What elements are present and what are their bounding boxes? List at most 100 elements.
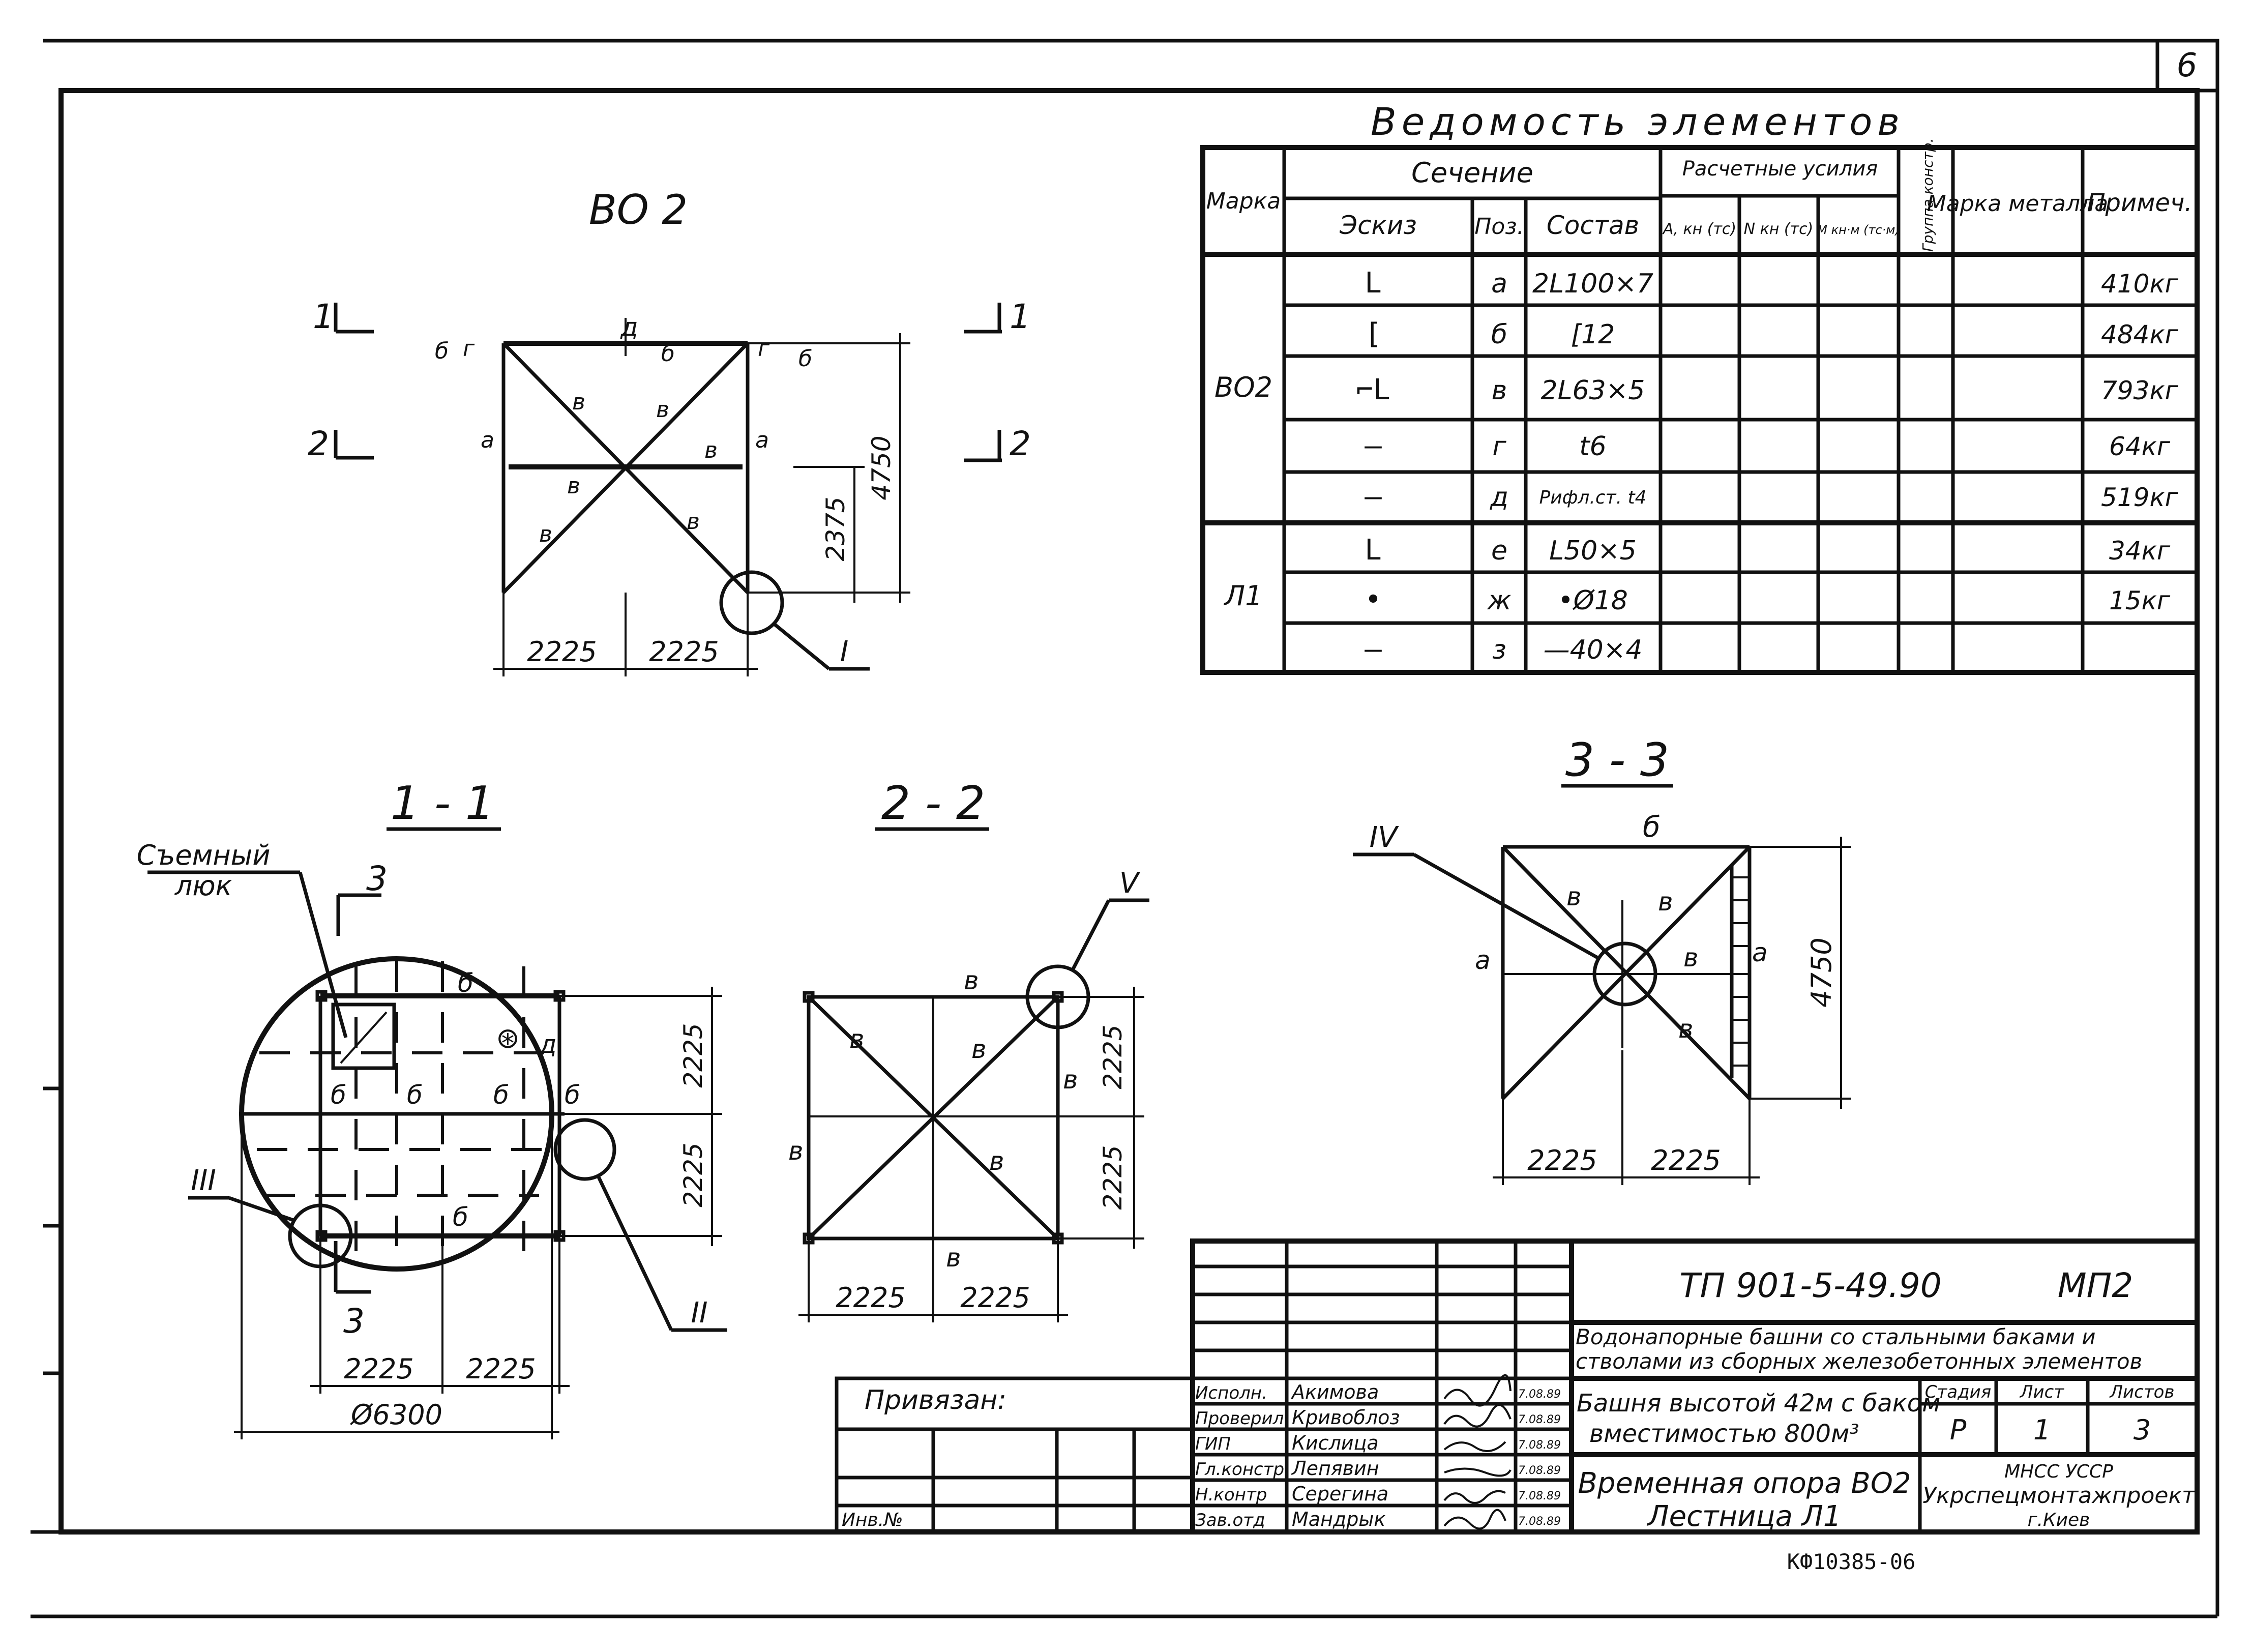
svg-text:2: 2: [1010, 424, 1031, 463]
row-comp: —40×4: [1544, 635, 1643, 665]
node-callout: I: [840, 635, 849, 668]
col-force-m: М кн·м (тс·м): [1817, 223, 1900, 237]
member-label: в: [849, 1024, 864, 1054]
archive-number: КФ10385-06: [1787, 1549, 1916, 1574]
svg-text:Серегина: Серегина: [1292, 1483, 1388, 1505]
dimension: 2225: [344, 1353, 413, 1385]
row-sketch: •: [1365, 583, 1382, 616]
member-label: в: [989, 1146, 1004, 1176]
member-label: в: [704, 437, 718, 463]
member-label: б: [407, 1080, 423, 1110]
row-pos: в: [1492, 375, 1507, 406]
cut-mark-1-left: 1: [313, 297, 374, 336]
inv-label: Инв.№: [842, 1510, 903, 1530]
row-pos: а: [1491, 269, 1507, 299]
sheet-title-line: Временная опора ВО2: [1578, 1467, 1911, 1500]
dimension: Ø6300: [350, 1399, 442, 1431]
svg-text:7.08.89: 7.08.89: [1518, 1388, 1561, 1401]
col-group: Группа констр.: [1919, 138, 1936, 252]
signature-mark: [1443, 1374, 1512, 1407]
cut-mark-2-right: 2: [964, 424, 1031, 463]
member-label: в: [567, 473, 580, 499]
element-schedule: Ведомость элементов Марка Сечение Эскиз …: [1200, 100, 2200, 675]
title-block: Привязан: Инв.№ ТП 901-5-49.90 МП2 Водон…: [835, 1238, 2200, 1574]
row-sketch: —: [1365, 633, 1382, 666]
col-pos: Поз.: [1474, 214, 1524, 240]
member-label: д: [539, 1029, 557, 1059]
org-line: г.Киев: [2028, 1510, 2090, 1530]
dimension: 2225: [527, 636, 597, 668]
row-note: 15кг: [2109, 586, 2171, 615]
svg-text:Кривоблоз: Кривоблоз: [1292, 1406, 1400, 1429]
signature-mark: [1443, 1441, 1506, 1452]
svg-text:1: 1: [1010, 297, 1031, 336]
svg-text:Н.контр: Н.контр: [1195, 1485, 1267, 1505]
row-sketch: —: [1365, 429, 1382, 462]
cut-mark-3: 3: [366, 859, 388, 898]
member-label: г: [758, 336, 770, 362]
doc-set: МП2: [2058, 1266, 2134, 1305]
member-label: а: [1752, 938, 1768, 967]
org-line: Укрспецмонтажпроект: [1922, 1483, 2196, 1509]
row-pos: е: [1491, 536, 1507, 566]
svg-text:Лепявин: Лепявин: [1291, 1457, 1379, 1480]
node-callout: IV: [1370, 821, 1400, 854]
row-comp: L50×5: [1549, 536, 1637, 566]
col-section: Сечение: [1411, 157, 1533, 189]
section-2-2: 2 - 2 в в в в в в в V 2225 2225 2225: [788, 777, 1149, 1322]
dimension: 2225: [466, 1353, 536, 1385]
member-label: б: [458, 968, 473, 998]
hatch-label: люк: [174, 870, 232, 902]
cut-mark-3: 3: [343, 1302, 365, 1341]
node-callout: III: [191, 1164, 216, 1197]
table-row: — з —40×4: [1365, 633, 1642, 666]
sheet-label: Лист: [2019, 1382, 2064, 1402]
signature-mark: [1444, 1467, 1512, 1477]
member-label: в: [687, 509, 700, 535]
table-row: — г t6 64кг: [1365, 429, 2171, 462]
table-row: ⌐L в 2L63×5 793кг: [1356, 373, 2178, 406]
row-comp: [12: [1571, 319, 1615, 350]
dimension: 2225: [1651, 1144, 1721, 1176]
member-label: б: [1643, 811, 1661, 844]
member-label: г: [463, 336, 475, 362]
signature-mark: [1443, 1404, 1512, 1428]
row-sketch: [: [1365, 317, 1382, 350]
svg-text:7.08.89: 7.08.89: [1518, 1490, 1561, 1502]
member-label: б: [661, 341, 675, 367]
table-row: [ б [12 484кг: [1365, 317, 2179, 350]
member-label: в: [539, 521, 552, 547]
dimension: 2225: [1527, 1144, 1597, 1176]
row-comp: •Ø18: [1558, 585, 1628, 616]
row-note: 484кг: [2101, 320, 2179, 349]
fastener-icon: ⊛: [496, 1022, 520, 1055]
member-label: в: [964, 966, 979, 995]
signature-row: Проверил Кривоблоз 7.08.89: [1195, 1404, 1561, 1429]
member-label: д: [620, 312, 638, 342]
svg-text:7.08.89: 7.08.89: [1518, 1464, 1561, 1477]
row-note: 410кг: [2101, 269, 2179, 299]
col-forces: Расчетные усилия: [1682, 157, 1878, 181]
row-note: 793кг: [2101, 376, 2179, 405]
sheet-title-line: Лестница Л1: [1647, 1500, 1842, 1533]
dimension: 4750: [867, 435, 896, 500]
col-composition: Состав: [1547, 211, 1639, 240]
row-pos: ж: [1487, 585, 1512, 616]
member-label: б: [493, 1080, 509, 1110]
member-label: в: [788, 1136, 803, 1166]
member-label: б: [798, 346, 812, 372]
project-name: Водонапорные башни со стальными баками и…: [1576, 1325, 2143, 1374]
node-callout: V: [1119, 867, 1141, 900]
row-comp: Рифл.ст. t4: [1539, 487, 1646, 508]
row-note: 34кг: [2109, 536, 2171, 566]
col-steel: Марка металла: [1927, 191, 2108, 217]
member-label: а: [755, 427, 769, 453]
svg-text:Кислица: Кислица: [1292, 1432, 1379, 1454]
svg-text:7.08.89: 7.08.89: [1518, 1439, 1561, 1452]
stage-value: Р: [1950, 1414, 1967, 1446]
col-mark: Марка: [1206, 188, 1281, 214]
sheets-label: Листов: [2109, 1382, 2174, 1402]
svg-text:Зав.отд: Зав.отд: [1195, 1510, 1265, 1530]
signature-mark: [1443, 1490, 1506, 1504]
